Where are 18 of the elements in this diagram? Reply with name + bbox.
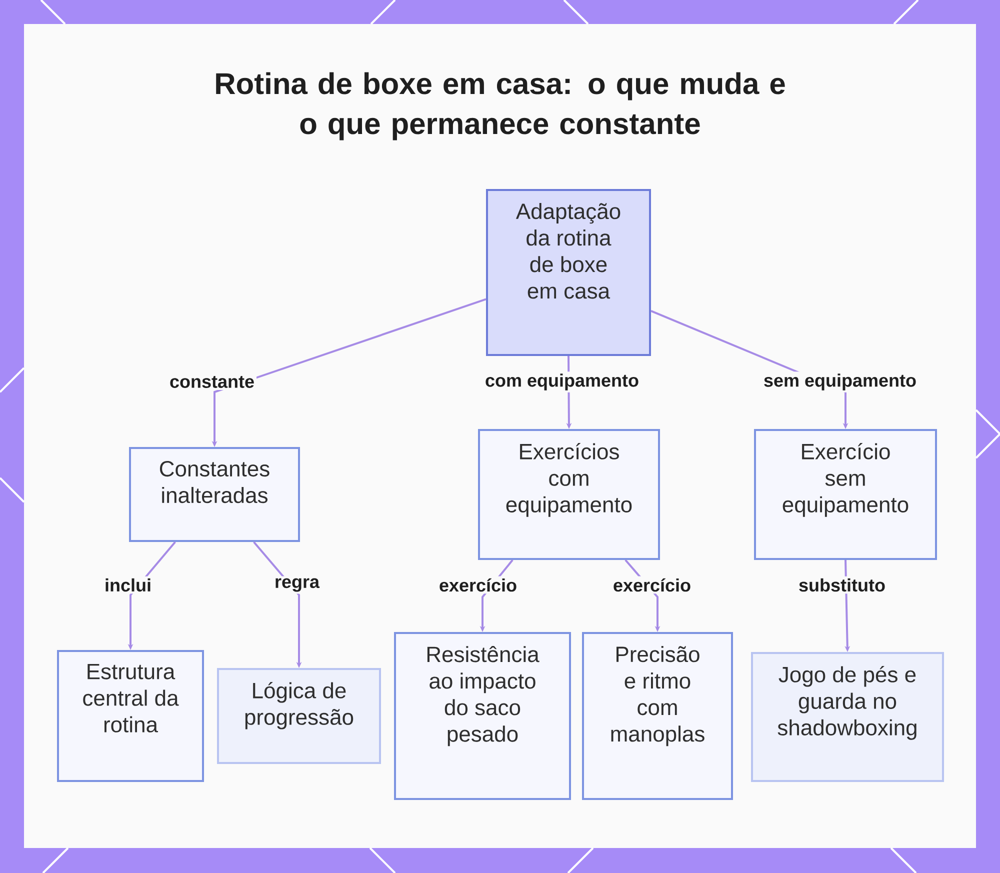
concept-box: Exercício sem equipamento xyxy=(754,429,937,560)
edge-label: regra xyxy=(272,576,322,594)
edge-label: exercício xyxy=(436,576,520,594)
edge-label: inclui xyxy=(102,576,154,594)
edge-label: sem equipamento xyxy=(761,372,919,392)
concept-box: Estrutura central da rotina xyxy=(57,650,204,782)
concept-box: Resistência ao impacto do saco pesado xyxy=(394,632,571,800)
edge-label: exercício xyxy=(610,576,694,594)
concept-box: Adaptação da rotina de boxe em casa xyxy=(486,189,651,356)
edge-label: substituto xyxy=(796,576,888,594)
edge-label: com equipamento xyxy=(483,372,642,392)
concept-box: Lógica de progressão xyxy=(217,668,381,764)
concept-box: Jogo de pés e guarda no shadowboxing xyxy=(751,652,944,782)
edge-label: constante xyxy=(168,374,256,390)
concept-box: Constantes inalteradas xyxy=(129,447,300,542)
title: Rotina de boxe em casa: o que muda e o que permanece constante xyxy=(216,72,785,140)
concept-box: Exercícios com equipamento xyxy=(478,429,660,560)
concept-box: Precisão e ritmo com manoplas xyxy=(582,632,733,800)
